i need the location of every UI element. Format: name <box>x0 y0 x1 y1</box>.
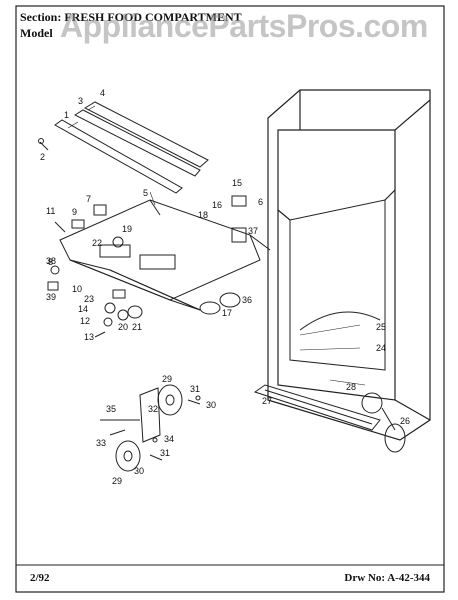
callout: 29 <box>112 476 122 486</box>
callout: 5 <box>143 188 148 198</box>
drawing-number: A-42-344 <box>387 572 430 584</box>
callout: 21 <box>132 322 142 332</box>
part-14 <box>104 302 116 314</box>
part-16 <box>231 227 247 243</box>
callout: 17 <box>222 308 232 318</box>
detail-circle <box>361 392 383 414</box>
small-components <box>47 195 247 338</box>
part-38 <box>50 265 60 275</box>
callout: 16 <box>212 200 222 210</box>
part-17 <box>199 301 221 315</box>
part-36 <box>219 292 241 308</box>
base-grille-27 <box>253 384 381 431</box>
part-20 <box>117 309 129 321</box>
callout: 38 <box>46 256 56 266</box>
part-23 <box>112 289 126 299</box>
section-label: Section: <box>20 10 62 24</box>
callout: 37 <box>248 226 258 236</box>
revision-date: 2/92 <box>30 572 50 584</box>
callout: 25 <box>376 322 386 332</box>
screw-2 <box>38 138 49 151</box>
callout: 8 <box>48 257 53 267</box>
callout: 18 <box>198 210 208 220</box>
part-39 <box>47 281 59 291</box>
leader-lines <box>67 105 366 386</box>
section-heading: Section: FRESH FOOD COMPARTMENT <box>20 10 242 25</box>
part-22 <box>112 236 124 248</box>
callout: 34 <box>164 434 174 444</box>
callout: 9 <box>72 207 77 217</box>
part-12 <box>103 317 113 327</box>
callout: 30 <box>134 466 144 476</box>
part-11 <box>54 221 66 233</box>
callout: 7 <box>86 194 91 204</box>
callout: 32 <box>148 404 158 414</box>
model-heading: Model <box>20 26 53 41</box>
callout: 11 <box>46 206 55 216</box>
callout: 10 <box>72 284 82 294</box>
callout: 19 <box>122 224 132 234</box>
callout: 6 <box>258 197 263 207</box>
callout: 27 <box>262 396 272 406</box>
section-value: FRESH FOOD COMPARTMENT <box>64 10 242 24</box>
drawing-number-block: Drw No: A-42-344 <box>344 572 430 584</box>
part-33 <box>109 429 126 436</box>
part-31-upper <box>195 395 201 401</box>
part-29-upper <box>157 384 183 416</box>
callout: 15 <box>232 178 242 188</box>
callout: 13 <box>84 332 94 342</box>
part-26 <box>384 423 406 453</box>
refrigerator-cabinet <box>267 89 431 441</box>
watermark: AppliancePartsPros.com <box>60 8 428 44</box>
callout: 2 <box>40 152 45 162</box>
part-7 <box>93 204 107 216</box>
callout: 14 <box>78 304 88 314</box>
part-34 <box>139 387 161 443</box>
callout: 4 <box>100 88 105 98</box>
part-21 <box>127 305 143 319</box>
callout: 36 <box>242 295 252 305</box>
callout: 31 <box>190 384 200 394</box>
callout: 26 <box>400 416 410 426</box>
part-30-upper <box>187 399 201 405</box>
part-30-lower <box>149 454 163 461</box>
part-29-lower <box>115 440 141 472</box>
drawing-label: Drw No: <box>344 572 386 584</box>
callout: 24 <box>376 343 386 353</box>
page-border <box>15 5 445 593</box>
model-label: Model <box>20 26 53 40</box>
callout: 3 <box>78 96 83 106</box>
callout: 20 <box>118 322 128 332</box>
callout: 12 <box>80 316 90 326</box>
strip-1 <box>54 119 183 194</box>
callout: 33 <box>96 438 106 448</box>
callout: 1 <box>64 110 69 120</box>
callout: 22 <box>92 238 102 248</box>
callout: 31 <box>160 448 170 458</box>
part-9 <box>71 219 85 229</box>
callout: 29 <box>162 374 172 384</box>
part-13 <box>94 331 106 338</box>
part-31-lower <box>152 437 158 443</box>
callout: 39 <box>46 292 56 302</box>
control-housing <box>59 199 271 311</box>
callout: 23 <box>84 294 94 304</box>
part-15 <box>231 195 247 207</box>
roller-assembly <box>361 392 406 453</box>
callout: 35 <box>106 404 116 414</box>
callout: 30 <box>206 400 216 410</box>
callout-labels: 1 2 3 4 5 6 7 8 9 10 11 12 13 14 15 16 1… <box>40 88 410 486</box>
lower-parts <box>100 384 201 472</box>
strip-4 <box>83 101 209 168</box>
callout: 28 <box>346 382 356 392</box>
trim-strips <box>54 101 209 194</box>
strip-3 <box>73 109 201 177</box>
